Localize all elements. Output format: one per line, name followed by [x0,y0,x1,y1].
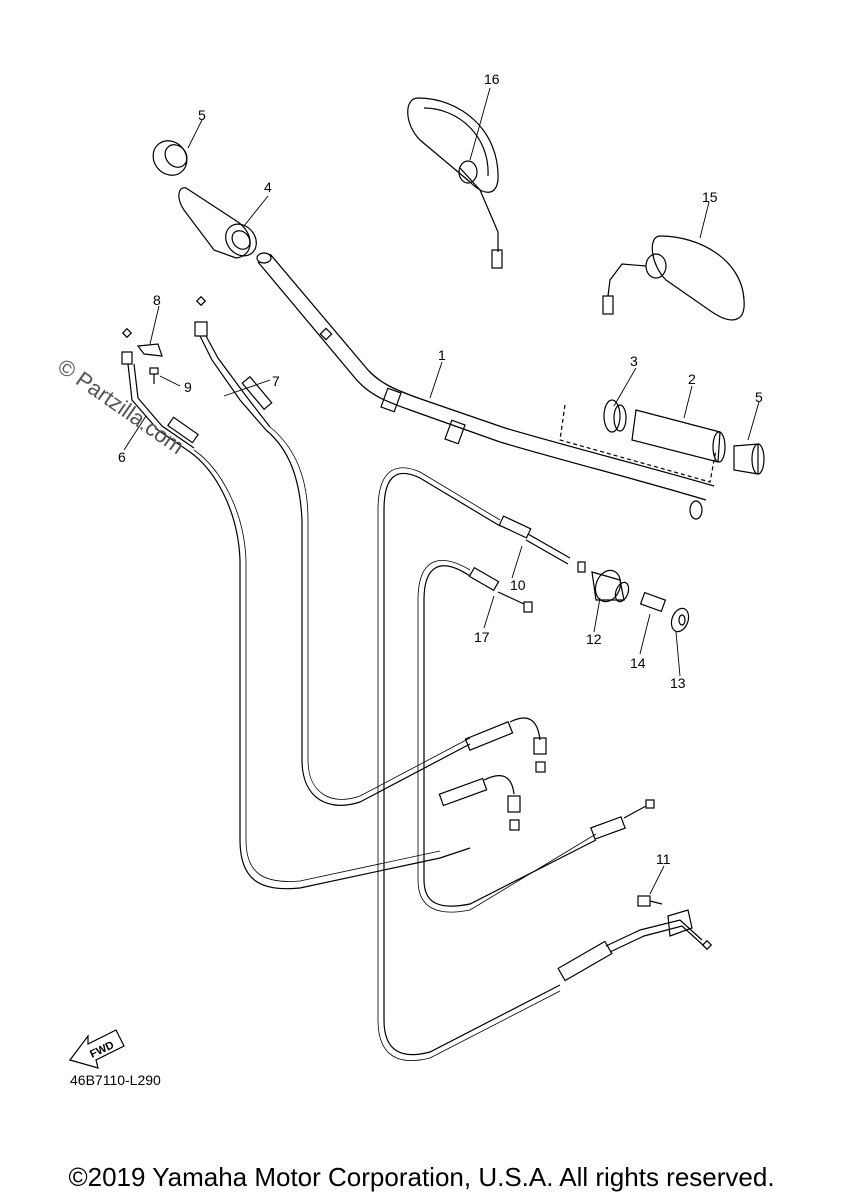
callout-labels: 1 2 3 4 5 5 6 7 8 9 10 11 12 13 14 15 16… [118,71,763,867]
cable-17-loop [423,565,597,907]
throttle-cable-7 [265,429,471,806]
screw-9[interactable] [149,367,159,384]
left-mirror[interactable] [407,97,503,269]
throttle-cable-lower-end-a[interactable] [464,717,547,773]
copyright-notice: ©2019 Yamaha Motor Corporation, U.S.A. A… [68,1162,775,1192]
bolt-11[interactable] [637,895,663,907]
callout-5-right: 5 [755,389,763,405]
cable-17-end[interactable] [468,566,533,613]
callout-14: 14 [630,655,646,671]
throttle-cable-6 [189,451,471,890]
clutch-cable-loop [383,472,561,1056]
callout-5-left: 5 [198,107,206,123]
right-grip[interactable] [631,409,726,463]
left-bar-end-weight[interactable] [146,134,194,182]
throttle-cable-lower-end-b[interactable] [438,775,521,831]
clutch-cable-10-end[interactable] [498,515,586,573]
cable-holder-12[interactable] [591,567,631,605]
callout-15: 15 [702,189,718,205]
diagram-code: 46B7110-L290 [70,1072,161,1088]
callout-16: 16 [484,71,500,87]
callout-6: 6 [118,449,126,465]
callout-7: 7 [272,373,280,389]
right-grip-group [559,404,717,483]
callout-10: 10 [510,577,526,593]
clutch-cable-lower-end[interactable] [557,909,713,982]
callout-11: 11 [656,851,671,867]
cable-6-end[interactable] [121,327,199,453]
locknut-13[interactable] [668,606,691,634]
handlebar[interactable] [256,252,715,520]
grip-collar[interactable] [603,399,627,433]
callout-2: 2 [688,371,696,387]
callout-13: 13 [670,675,686,691]
cable-17-lower-end[interactable] [590,799,655,840]
adjuster-14[interactable] [639,591,667,613]
callout-8: 8 [153,292,161,308]
callout-17: 17 [474,629,490,645]
callout-12: 12 [586,631,602,647]
cable-routing [189,426,597,1061]
watermark: © Partzilla.com [53,354,189,460]
right-bar-end-weight[interactable] [733,443,765,475]
left-grip[interactable] [178,187,263,262]
callout-3: 3 [630,353,638,369]
leader-lines [123,87,760,895]
fwd-arrow-icon: FWD [68,1029,125,1069]
callout-4: 4 [264,179,272,195]
callout-9: 9 [184,379,192,395]
right-mirror[interactable] [602,235,745,321]
clip-8[interactable] [136,343,163,357]
callout-1: 1 [438,347,446,363]
cable-7-end[interactable] [194,295,273,431]
